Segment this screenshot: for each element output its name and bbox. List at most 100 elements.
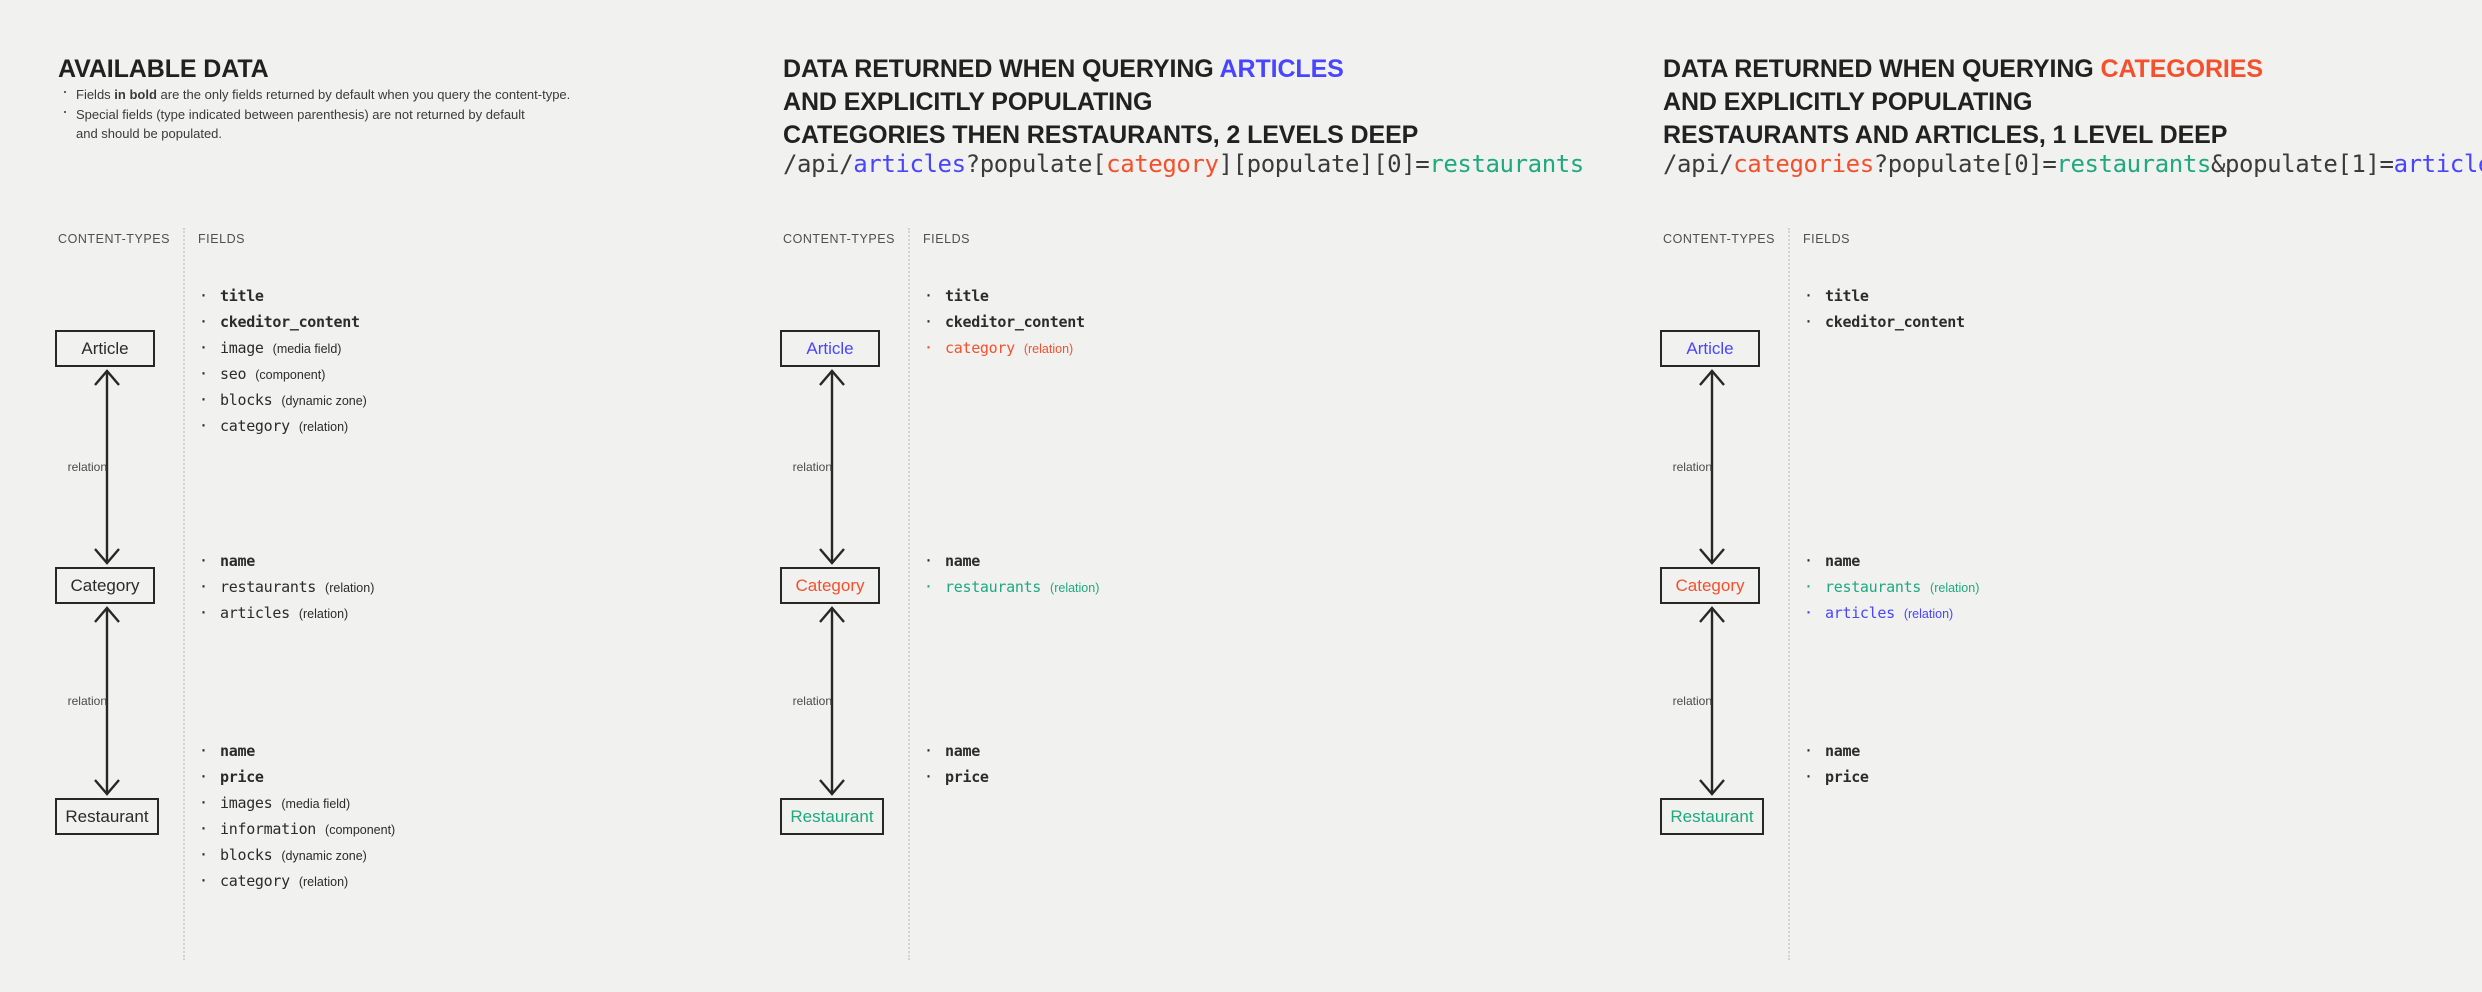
field-type: (media field) xyxy=(281,797,351,811)
field-list-restaurant: name price xyxy=(923,738,989,790)
field-item-name: name xyxy=(923,548,1099,574)
api-segment: restaurants xyxy=(2056,150,2211,178)
field-item-restaurants: restaurants(relation) xyxy=(923,574,1099,600)
field-item-blocks: blocks(dynamic zone) xyxy=(198,387,367,413)
api-segment: categories xyxy=(1733,150,1874,178)
column-divider xyxy=(183,228,185,960)
panel-query-categories: DATA RETURNED WHEN QUERYING CATEGORIES A… xyxy=(1605,0,2482,992)
field-name: category xyxy=(220,417,290,435)
field-name: title xyxy=(220,287,264,305)
field-name: ckeditor_content xyxy=(220,313,360,331)
field-type: (relation) xyxy=(1023,342,1074,356)
entity-box-article: Article xyxy=(780,330,880,367)
entity-box-category: Category xyxy=(780,567,880,604)
api-segment: ?populate[0]= xyxy=(1873,150,2057,178)
field-item-restaurants: restaurants(relation) xyxy=(1803,574,1979,600)
field-type: (relation) xyxy=(1050,581,1100,595)
api-segment: articles xyxy=(853,150,966,178)
relation-arrow-category-restaurant: relation xyxy=(1660,604,1764,798)
field-type: (dynamic zone) xyxy=(281,849,367,863)
column-divider xyxy=(908,228,910,960)
entity-label-article: Article xyxy=(81,338,129,358)
field-name: price xyxy=(1825,768,1869,786)
column-label-fields: FIELDS xyxy=(1803,232,1851,246)
api-segment: ?populate[ xyxy=(965,150,1107,178)
field-list-article: title ckeditor_content category (relation) xyxy=(923,283,1085,361)
column-label-fields: FIELDS xyxy=(198,232,246,246)
field-name: category xyxy=(945,339,1015,357)
field-item-restaurants: restaurants(relation) xyxy=(198,574,374,600)
relation-label: relation xyxy=(67,694,107,708)
field-type: (component) xyxy=(255,368,326,382)
relation-arrow-article-category: relation xyxy=(780,367,884,567)
entity-label-restaurant: Restaurant xyxy=(65,806,149,826)
field-item-ckeditor_content: ckeditor_content xyxy=(198,309,367,335)
field-name: name xyxy=(945,552,980,570)
field-name: category xyxy=(220,872,290,890)
field-name: images xyxy=(220,794,273,812)
field-item-name: name xyxy=(923,738,989,764)
column-label-fields: FIELDS xyxy=(923,232,971,246)
entity-box-restaurant: Restaurant xyxy=(55,798,159,835)
field-name: image xyxy=(220,339,264,357)
field-type: (relation) xyxy=(298,607,349,621)
field-name: name xyxy=(220,742,255,760)
field-name: name xyxy=(1825,742,1860,760)
field-name: name xyxy=(220,552,255,570)
entity-label-article: Article xyxy=(1686,338,1734,358)
field-list-article: titleckeditor_content xyxy=(1803,283,1965,335)
relation-arrow-category-restaurant: relation xyxy=(780,604,884,798)
relation-label: relation xyxy=(792,694,832,708)
field-name: articles xyxy=(220,604,290,622)
field-type: (component) xyxy=(325,823,396,837)
relation-label: relation xyxy=(1672,694,1712,708)
field-name: blocks xyxy=(220,391,273,409)
api-segment: restaurants xyxy=(1429,150,1584,178)
intro-bold: in bold xyxy=(114,87,157,102)
field-item-category: category(relation) xyxy=(198,413,367,439)
field-item-information: information(component) xyxy=(198,816,395,842)
panel-title-prefix: DATA RETURNED WHEN QUERYING xyxy=(1663,54,2101,83)
field-item-name: name xyxy=(1803,738,1869,764)
field-item-ckeditor_content: ckeditor_content xyxy=(1803,309,1965,335)
field-item-category: category(relation) xyxy=(198,868,395,894)
field-name: blocks xyxy=(220,846,273,864)
field-type: (media field) xyxy=(272,342,342,356)
entity-label-category: Category xyxy=(1675,575,1745,595)
column-label-content-types: CONTENT-TYPES xyxy=(1663,232,1776,246)
api-segment: category xyxy=(1106,150,1219,178)
field-item-title: title xyxy=(923,283,1085,309)
api-segment: articles xyxy=(2393,150,2482,178)
intro-bullet-2: Special fields (type indicated between p… xyxy=(58,102,570,144)
relation-label: relation xyxy=(1672,460,1712,474)
field-name: ckeditor_content xyxy=(945,313,1085,331)
column-label-content-types: CONTENT-TYPES xyxy=(783,232,896,246)
field-type: (relation) xyxy=(325,581,375,595)
panel-title: DATA RETURNED WHEN QUERYING ARTICLES AND… xyxy=(783,53,1418,152)
entity-label-restaurant: Restaurant xyxy=(790,806,874,826)
entity-box-category: Category xyxy=(55,567,155,604)
panel-title-line3: CATEGORIES THEN RESTAURANTS, 2 LEVELS DE… xyxy=(783,120,1419,149)
field-item-articles: articles(relation) xyxy=(1803,600,1979,626)
field-name: price xyxy=(945,768,989,786)
api-segment: /api/ xyxy=(783,150,854,178)
field-list-category: name restaurants(relation)articles(relati… xyxy=(1803,548,1979,626)
relation-arrow-article-category: relation xyxy=(1660,367,1764,567)
panel-query-articles: DATA RETURNED WHEN QUERYING ARTICLES AND… xyxy=(725,0,1584,992)
field-list-category: name restaurants(relation) articles (relati… xyxy=(198,548,374,626)
column-label-content-types: CONTENT-TYPES xyxy=(58,232,171,246)
relation-arrow-article-category: relation xyxy=(55,367,159,567)
field-item-category: category (relation) xyxy=(923,335,1085,361)
api-segment: &populate[1]= xyxy=(2210,150,2394,178)
panel-title: DATA RETURNED WHEN QUERYING CATEGORIES A… xyxy=(1663,53,2263,152)
field-item-name: name xyxy=(1803,548,1979,574)
field-name: price xyxy=(220,768,264,786)
field-item-seo: seo(component) xyxy=(198,361,367,387)
field-item-blocks: blocks (dynamic zone) xyxy=(198,842,395,868)
field-name: articles xyxy=(1825,604,1895,622)
field-name: name xyxy=(1825,552,1860,570)
field-list-restaurant: name price images (media field) information(… xyxy=(198,738,395,894)
field-name: name xyxy=(945,742,980,760)
entity-box-article: Article xyxy=(55,330,155,367)
